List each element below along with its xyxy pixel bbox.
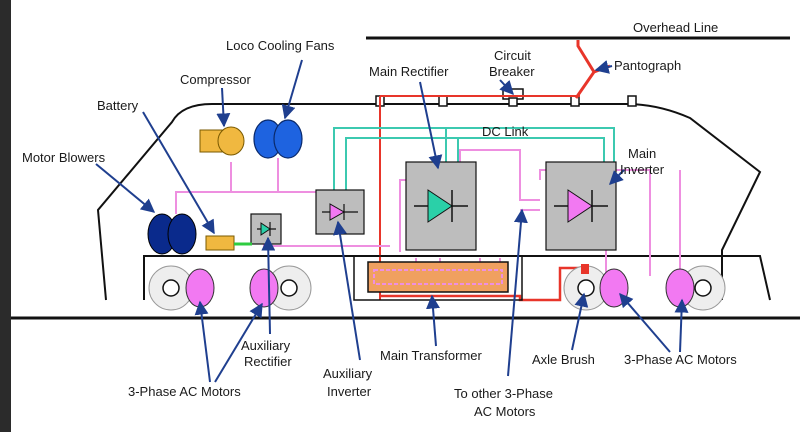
circuit-breaker-label: Breaker (489, 64, 535, 79)
hv-transformer-line (380, 266, 584, 302)
main-rectifier-label: Main Rectifier (369, 64, 449, 79)
battery (205, 235, 235, 251)
auxiliary-rectifier-label: Rectifier (244, 354, 292, 369)
axle-brush-label: Axle Brush (532, 352, 595, 367)
auxiliary-inverter-label: Inverter (327, 384, 372, 399)
pantograph-label: Pantograph (614, 58, 681, 73)
circuit-breaker-label: Circuit (494, 48, 531, 63)
roof-insulator (627, 95, 637, 107)
pantograph (574, 40, 611, 99)
roof-insulator (438, 95, 448, 107)
main-inverter-label: Main (628, 146, 656, 161)
ac-motor (185, 268, 215, 308)
dc-link-wiring (333, 127, 615, 190)
to-other-motors-label: AC Motors (474, 404, 536, 419)
compressor (199, 126, 245, 156)
compressor-label: Compressor (180, 72, 251, 87)
motor-blowers (147, 213, 197, 255)
left-frame-edge (0, 0, 11, 432)
loco-cooling-fans-label: Loco Cooling Fans (226, 38, 335, 53)
battery-label: Battery (97, 98, 139, 113)
ac-motor (249, 268, 279, 308)
axle-brush (581, 264, 589, 274)
loco-cooling-fans (253, 119, 303, 159)
main-inverter-box (545, 161, 617, 251)
auxiliary-inverter-box (315, 189, 365, 235)
pointer-arrows (95, 59, 689, 383)
auxiliary-rectifier-box (250, 213, 282, 245)
locomotive-body (96, 103, 762, 301)
to-other-motors-label: To other 3-Phase (454, 386, 553, 401)
main-transformer-label: Main Transformer (380, 348, 483, 363)
dc-link-label: DC Link (482, 124, 529, 139)
ac-motor (599, 268, 629, 308)
circuit-breaker-base (508, 97, 518, 107)
main-transformer (367, 261, 509, 293)
ac-motors-right-label: 3-Phase AC Motors (624, 352, 737, 367)
main-transformer-core (373, 269, 503, 285)
overhead-line-label: Overhead Line (633, 20, 718, 35)
left-bogie (148, 265, 312, 311)
ac-motors-left-label: 3-Phase AC Motors (128, 384, 241, 399)
auxiliary-rectifier-label: Auxiliary (241, 338, 291, 353)
ac-motor (665, 268, 695, 308)
auxiliary-inverter-label: Auxiliary (323, 366, 373, 381)
motor-blowers-label: Motor Blowers (22, 150, 106, 165)
main-inverter-label: Inverter (620, 162, 665, 177)
main-rectifier-box (405, 161, 477, 251)
